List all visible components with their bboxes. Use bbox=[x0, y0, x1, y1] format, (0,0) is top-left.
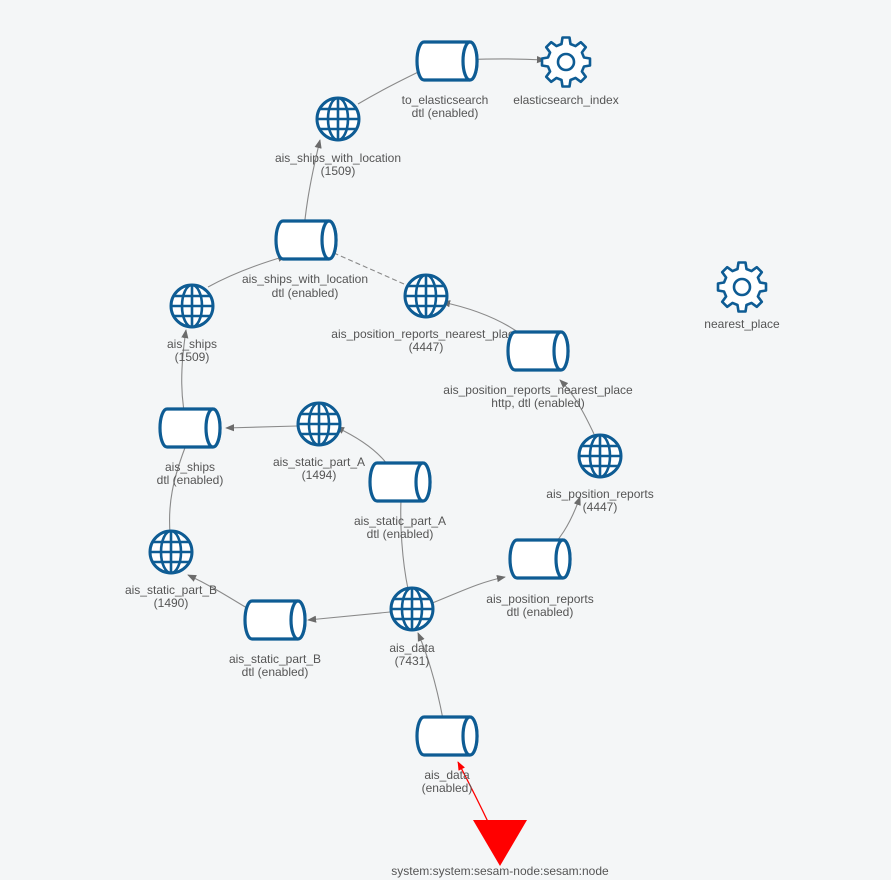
node-label: ais_ships_with_location bbox=[275, 151, 401, 165]
node-sublabel: dtl (enabled) bbox=[242, 665, 309, 679]
node-nearest-place[interactable]: nearest_place bbox=[704, 261, 780, 332]
node-sublabel: (1509) bbox=[321, 164, 356, 178]
pipe-icon bbox=[274, 219, 338, 261]
node-sublabel: dtl (enabled) bbox=[157, 473, 224, 487]
node-ais-position-reports-dataset[interactable]: ais_position_reports (4447) bbox=[546, 433, 654, 514]
node-label: ais_ships_with_location bbox=[242, 272, 368, 286]
edge-aisdata-ds-to-staticB-pipe bbox=[307, 611, 391, 623]
node-label: ais_position_reports bbox=[546, 487, 653, 501]
node-label: elasticsearch_index bbox=[513, 93, 618, 107]
pipe-icon bbox=[415, 715, 479, 757]
node-ais-ships-with-location-dataset[interactable]: ais_ships_with_location (1509) bbox=[275, 96, 401, 178]
node-sublabel: dtl (enabled) bbox=[272, 286, 339, 300]
node-ais-static-part-a-pipe[interactable]: ais_static_part_A dtl (enabled) bbox=[354, 461, 446, 541]
globe-icon bbox=[315, 96, 361, 142]
pipe-icon bbox=[508, 538, 572, 580]
edges bbox=[169, 56, 595, 827]
pipe-icon bbox=[506, 330, 570, 372]
globe-icon bbox=[577, 433, 623, 479]
edge-aisdata-ds-to-staticA-pipe bbox=[400, 499, 409, 590]
node-label: ais_data bbox=[389, 641, 435, 655]
system-triangle-icon bbox=[473, 820, 527, 866]
pipe-icon bbox=[415, 40, 479, 82]
edge-posnear-ds-to-shipsloc-pipe bbox=[299, 237, 405, 285]
node-label: to_elasticsearch bbox=[402, 93, 489, 107]
node-label: ais_static_part_A bbox=[354, 514, 446, 528]
node-label: ais_position_reports_nearest_place bbox=[443, 383, 633, 397]
gear-icon bbox=[716, 261, 768, 313]
node-label: ais_position_reports bbox=[486, 592, 593, 606]
node-ais-ships-with-location-pipe[interactable]: ais_ships_with_location dtl (enabled) bbox=[242, 219, 368, 300]
node-sublabel: dtl (enabled) bbox=[367, 527, 434, 541]
node-system-sesam-node[interactable]: system:system:sesam-node:sesam:node bbox=[391, 820, 609, 878]
node-sublabel: dtl (enabled) bbox=[412, 106, 479, 120]
node-label: ais_static_part_A bbox=[273, 455, 365, 469]
node-sublabel: (enabled) bbox=[422, 781, 473, 795]
node-to-elasticsearch-pipe[interactable]: to_elasticsearch dtl (enabled) bbox=[402, 40, 489, 120]
node-sublabel: (1494) bbox=[302, 468, 337, 482]
globe-icon bbox=[148, 529, 194, 575]
node-label: nearest_place bbox=[704, 317, 780, 331]
edge-staticA-ds-to-ships-pipe bbox=[225, 424, 298, 432]
node-label: ais_ships bbox=[165, 460, 215, 474]
node-ais-position-reports-nearest-place-dataset[interactable]: ais_position_reports_nearest_place (4447… bbox=[331, 273, 521, 354]
node-ais-data-pipe[interactable]: ais_data (enabled) bbox=[415, 715, 479, 795]
pipe-icon bbox=[368, 461, 432, 503]
node-sublabel: dtl (enabled) bbox=[507, 605, 574, 619]
edge-pos-ds-to-posnear-pipe bbox=[559, 379, 595, 435]
edge-aisdata-ds-to-pos-pipe bbox=[429, 575, 506, 605]
edge-staticB-ds-to-ships-pipe bbox=[169, 439, 189, 534]
globe-icon bbox=[296, 401, 342, 447]
node-sublabel: http, dtl (enabled) bbox=[491, 396, 584, 410]
node-label: ais_ships bbox=[167, 337, 217, 351]
node-sublabel: (7431) bbox=[395, 654, 430, 668]
node-ais-ships-pipe[interactable]: ais_ships dtl (enabled) bbox=[157, 407, 224, 487]
node-ais-static-part-b-pipe[interactable]: ais_static_part_B dtl (enabled) bbox=[229, 599, 321, 679]
node-ais-ships-dataset[interactable]: ais_ships (1509) bbox=[167, 283, 217, 364]
node-label: ais_position_reports_nearest_place bbox=[331, 327, 521, 341]
node-elasticsearch-index[interactable]: elasticsearch_index bbox=[513, 36, 619, 108]
node-ais-position-reports-pipe[interactable]: ais_position_reports dtl (enabled) bbox=[486, 538, 594, 619]
node-ais-position-reports-nearest-place-pipe[interactable]: ais_position_reports_nearest_place http,… bbox=[443, 330, 633, 410]
node-ais-data-dataset[interactable]: ais_data (7431) bbox=[389, 586, 435, 668]
globe-icon bbox=[169, 283, 215, 329]
node-label: system:system:sesam-node:sesam:node bbox=[391, 864, 609, 878]
node-sublabel: (4447) bbox=[583, 500, 618, 514]
pipe-icon bbox=[158, 407, 222, 449]
pipe-icon bbox=[243, 599, 307, 641]
node-sublabel: (1490) bbox=[154, 596, 189, 610]
node-ais-static-part-b-dataset[interactable]: ais_static_part_B (1490) bbox=[125, 529, 217, 610]
node-ais-static-part-a-dataset[interactable]: ais_static_part_A (1494) bbox=[273, 401, 365, 482]
node-label: ais_data bbox=[424, 768, 470, 782]
globe-icon bbox=[403, 273, 449, 319]
node-sublabel: (4447) bbox=[409, 340, 444, 354]
edge-ships-ds-to-shipsloc-pipe bbox=[207, 254, 287, 288]
node-label: ais_static_part_B bbox=[229, 652, 321, 666]
node-sublabel: (1509) bbox=[175, 350, 210, 364]
gear-icon bbox=[540, 36, 592, 88]
node-label: ais_static_part_B bbox=[125, 583, 217, 597]
globe-icon bbox=[389, 586, 435, 632]
